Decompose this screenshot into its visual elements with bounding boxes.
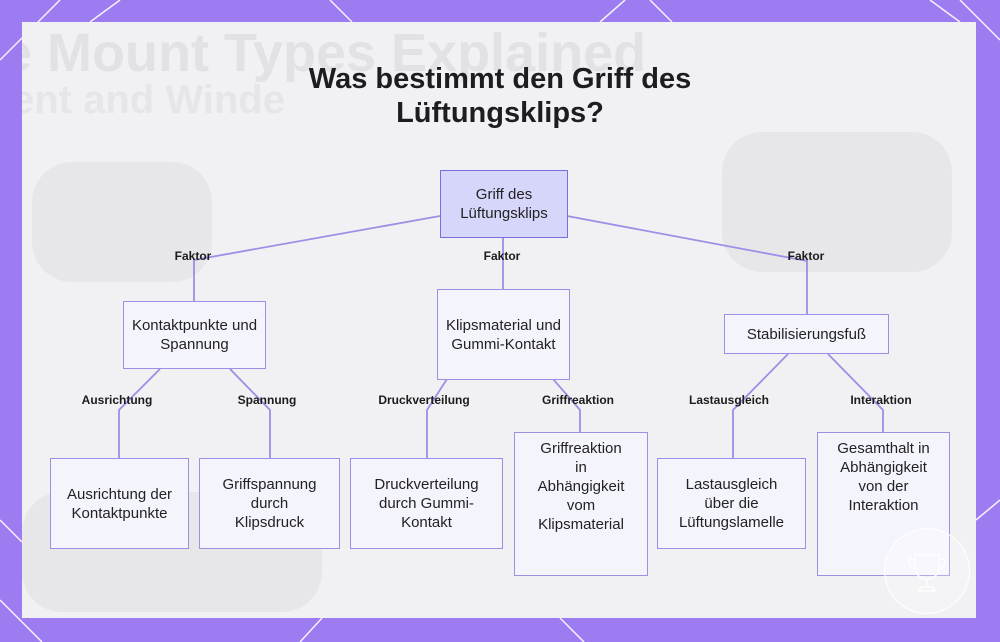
edge-label-child-1-1: Ausrichtung bbox=[82, 393, 153, 407]
edge-label-child-1-2: Spannung bbox=[238, 393, 297, 407]
node-leaf-1-1: Ausrichtung der Kontaktpunkte bbox=[50, 458, 189, 549]
edge-label-child-2-2: Griffreaktion bbox=[542, 393, 614, 407]
node-leaf-2-1: Druckverteilung durch Gummi-Kontakt bbox=[350, 458, 503, 549]
trophy-icon bbox=[885, 529, 969, 613]
trophy-badge-icon bbox=[884, 528, 970, 614]
edge-label-factor-3: Faktor bbox=[788, 249, 825, 263]
edge-factor1-child1 bbox=[119, 369, 160, 458]
edge-label-factor-2: Faktor bbox=[484, 249, 521, 263]
edge-factor2-child1 bbox=[427, 379, 447, 458]
edge-label-child-3-1: Lastausgleich bbox=[689, 393, 769, 407]
node-root: Griff des Lüftungsklips bbox=[440, 170, 568, 238]
node-leaf-1-2: Griffspannung durch Klipsdruck bbox=[199, 458, 340, 549]
node-factor-3: Stabilisierungsfuß bbox=[724, 314, 889, 354]
node-leaf-3-1: Lastausgleich über die Lüftungslamelle bbox=[657, 458, 806, 549]
edge-root-factor-3 bbox=[567, 216, 807, 314]
edge-label-factor-1: Faktor bbox=[175, 249, 212, 263]
edge-label-child-2-1: Druckverteilung bbox=[378, 393, 469, 407]
edge-factor1-child2 bbox=[230, 369, 270, 458]
node-leaf-2-2: Griffreaktion in Abhängigkeit vom Klipsm… bbox=[514, 432, 648, 576]
edge-root-factor-1 bbox=[194, 216, 440, 301]
node-factor-2: Klipsmaterial und Gummi-Kontakt bbox=[437, 289, 570, 380]
edge-label-child-3-2: Interaktion bbox=[850, 393, 911, 407]
node-factor-1: Kontaktpunkte und Spannung bbox=[123, 301, 266, 369]
